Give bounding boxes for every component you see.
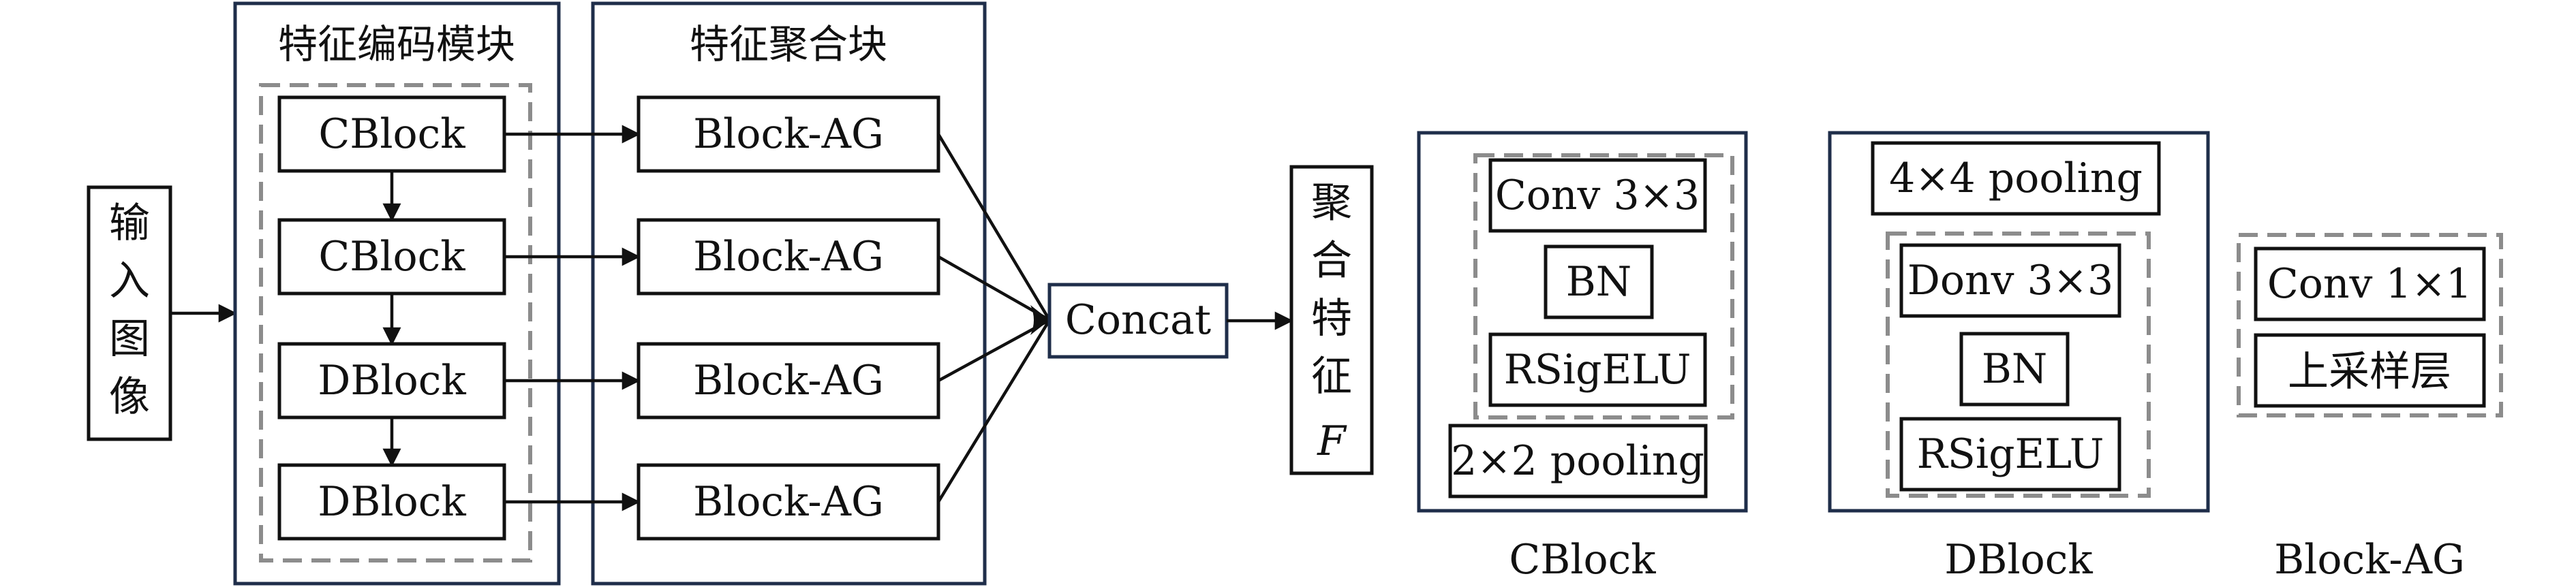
blockag-conv-box	[2254, 247, 2486, 321]
input-char: 输	[109, 200, 150, 247]
cblock-conv-box	[1488, 158, 1707, 233]
aggregation-to-concat-line	[937, 319, 1051, 503]
cblock-item-label: Conv 3×3	[1495, 172, 1700, 219]
aggregation-to-concat-line	[937, 255, 1051, 321]
blockag-caption: Block-AG	[2274, 536, 2465, 584]
encoder-block-3	[277, 342, 506, 419]
dblock-pooling-box	[1871, 141, 2161, 216]
input-char: 像	[109, 373, 150, 421]
output-char: 征	[1311, 353, 1352, 400]
output-char: 特	[1311, 295, 1352, 343]
dblock-bn-box	[1959, 332, 2070, 407]
input-char: 入	[109, 257, 150, 305]
cblock-item-label: BN	[1566, 258, 1632, 306]
dblock-item-label: Donv 3×3	[1907, 257, 2113, 304]
output-char: 合	[1311, 237, 1352, 285]
cblock-item-label: RSigELU	[1504, 346, 1691, 394]
aggregated-feature-node: 聚 合 特 征 F	[1289, 165, 1374, 475]
feature-aggregation-title: 特征聚合块	[690, 21, 887, 67]
feature-encoder-title: 特征编码模块	[278, 21, 515, 67]
cblock-detail-panel: Conv 3×3 BN RSigELU 2×2 pooling	[1417, 131, 1748, 513]
aggregation-block-label: Block-AG	[693, 478, 884, 526]
aggregation-block-3	[637, 342, 940, 419]
feature-aggregation-panel: 特征聚合块 Block-AG Block-AG Block-AG Block-A…	[591, 1, 987, 586]
aggregation-block-2	[637, 218, 940, 296]
cblock-pooling-box	[1448, 424, 1708, 498]
aggregation-block-label: Block-AG	[693, 110, 884, 158]
aggregation-block-1	[637, 95, 940, 173]
encoder-block-label: CBlock	[318, 110, 465, 158]
feature-encoder-panel: 特征编码模块 CBlock CBlock DBlock DBlock	[233, 1, 561, 586]
dblock-donv-box	[1899, 243, 2121, 318]
concat-label: Concat	[1065, 296, 1211, 344]
blockag-detail-panel: Conv 1×1 上采样层	[2237, 233, 2503, 417]
concat-merge-arrowhead	[1030, 305, 1049, 335]
cblock-caption: CBlock	[1509, 536, 1656, 584]
blockag-item-label: Conv 1×1	[2267, 260, 2472, 308]
blockag-item-label: 上采样层	[2288, 348, 2451, 396]
output-symbol: F	[1317, 417, 1347, 465]
input-image-node: 输 入 图 像	[87, 185, 172, 441]
input-char: 图	[109, 315, 150, 363]
aggregation-block-label: Block-AG	[693, 233, 884, 281]
encoder-block-label: DBlock	[318, 478, 466, 526]
dblock-pooling-label: 4×4 pooling	[1889, 155, 2143, 202]
aggregation-block-label: Block-AG	[693, 357, 884, 404]
encoder-block-label: CBlock	[318, 233, 465, 281]
encoder-block-2	[277, 218, 506, 296]
concat-node: Concat	[1047, 283, 1229, 359]
blockag-upsample-box	[2254, 333, 2486, 408]
encoder-block-label: DBlock	[318, 357, 466, 404]
dblock-rsigelu-box	[1899, 417, 2121, 492]
dblock-detail-panel: 4×4 pooling Donv 3×3 BN RSigELU	[1828, 131, 2210, 513]
aggregation-to-concat-line	[937, 133, 1051, 321]
dblock-item-label: RSigELU	[1917, 430, 2104, 478]
cblock-bn-box	[1544, 244, 1654, 319]
cblock-pooling-label: 2×2 pooling	[1451, 437, 1704, 485]
cblock-rsigelu-box	[1488, 332, 1707, 407]
aggregation-to-concat-line	[937, 319, 1051, 382]
dblock-caption: DBlock	[1944, 536, 2093, 584]
output-char: 聚	[1311, 179, 1352, 227]
dblock-item-label: BN	[1982, 345, 2048, 393]
